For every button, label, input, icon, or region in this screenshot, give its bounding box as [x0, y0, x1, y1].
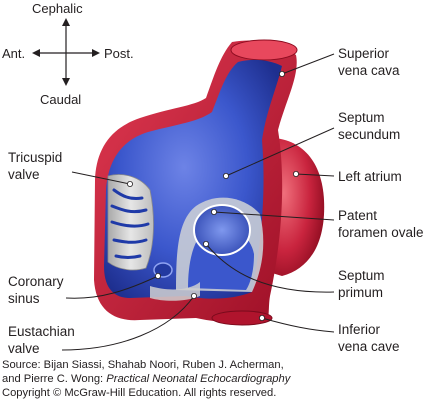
orientation-posterior: Post. — [104, 46, 134, 61]
leader-tricuspid — [71, 171, 131, 185]
label-septum-secundum: Septum secundum — [338, 110, 400, 142]
source-credit: Source: Bijan Siassi, Shahab Noori, Rube… — [2, 358, 438, 400]
leader-dot-tricuspid — [127, 180, 134, 187]
label-eustachian-valve: Eustachian valve — [8, 324, 79, 356]
labels-right: Superior vena cava Septum secundum Left … — [338, 46, 424, 354]
orientation-compass: Cephalic Caudal Ant. Post. — [2, 1, 134, 107]
orientation-caudal: Caudal — [40, 92, 81, 107]
svc-opening-shape — [230, 39, 298, 61]
ivc-opening-shape — [211, 310, 273, 326]
leader-lines — [61, 53, 335, 351]
leader-svc — [281, 53, 335, 75]
orientation-anterior: Ant. — [2, 46, 25, 61]
leader-dot-eustachian — [190, 292, 197, 299]
source-authors-end: and Pierre C. Wong: — [2, 373, 107, 385]
label-tricuspid-valve: Tricuspid valve — [8, 150, 66, 182]
leader-eustachian — [61, 295, 195, 351]
leader-dot-ivc — [258, 314, 265, 321]
source-copyright: Copyright © McGraw-Hill Education. All r… — [2, 387, 277, 399]
leader-septum-primum — [205, 243, 335, 293]
leader-left-atrium — [295, 173, 335, 177]
leader-dot-svc — [278, 71, 285, 78]
label-patent-foramen-ovale: Patent foramen ovale — [338, 208, 424, 240]
leader-septum-secundum — [225, 127, 335, 177]
label-inferior-vena-cava: Inferior vena cave — [338, 322, 400, 354]
leader-pfo — [213, 211, 335, 221]
leader-coronary-sinus — [65, 275, 159, 299]
label-coronary-sinus: Coronary sinus — [8, 274, 67, 306]
labels-left: Tricuspid valve Coronary sinus Eustachia… — [8, 150, 79, 356]
leader-dot-coronary-sinus — [154, 272, 161, 279]
leader-ivc — [261, 317, 335, 333]
arrow-down-icon — [62, 78, 70, 86]
leader-dot-septum-secundum — [222, 172, 229, 179]
source-line-1: Source: Bijan Siassi, Shahab Noori, Rube… — [2, 359, 284, 371]
source-book-title: Practical Neonatal Echocardiography — [106, 373, 291, 385]
arrow-right-icon — [92, 49, 100, 57]
label-superior-vena-cava: Superior vena cava — [338, 46, 400, 78]
eustachian-valve-shape — [150, 282, 200, 301]
tricuspid-chordae — [110, 188, 150, 259]
arrow-up-icon — [62, 18, 70, 26]
source-line-2: and Pierre C. Wong: Practical Neonatal E… — [2, 372, 438, 386]
leader-dot-pfo — [210, 208, 217, 215]
orientation-cephalic: Cephalic — [32, 1, 83, 16]
leader-dot-septum-primum — [202, 240, 209, 247]
label-left-atrium: Left atrium — [338, 169, 402, 184]
arrow-left-icon — [32, 49, 40, 57]
label-septum-primum: Septum primum — [338, 268, 388, 300]
leader-dot-left-atrium — [292, 170, 299, 177]
